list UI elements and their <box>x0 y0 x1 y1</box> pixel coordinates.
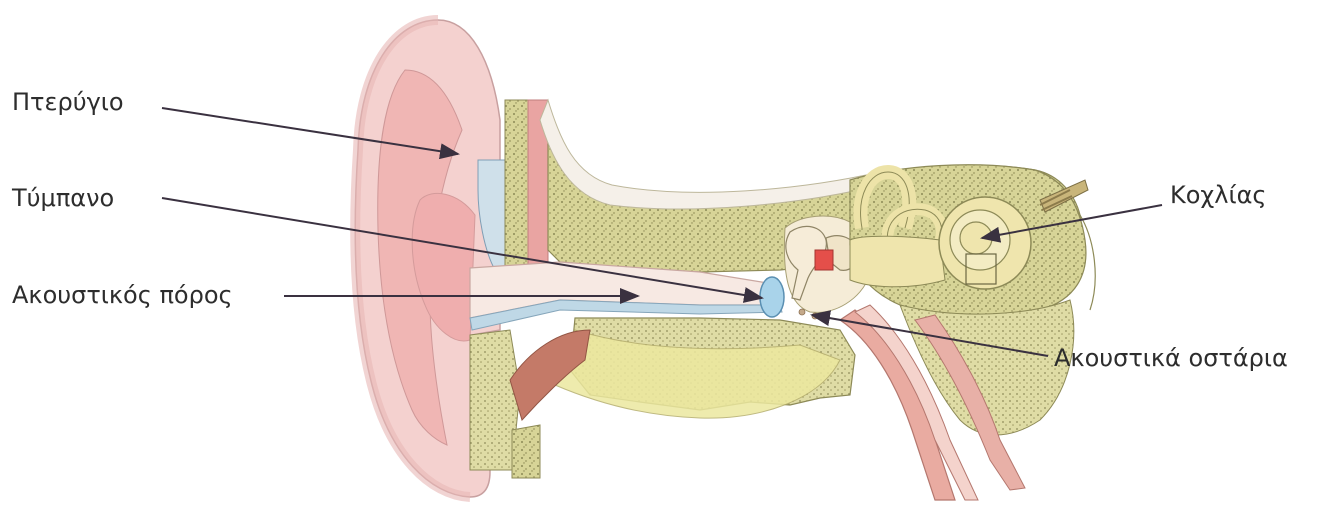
oval-window-red <box>815 250 833 270</box>
eardrum <box>760 277 784 317</box>
ossicle-fragment-1 <box>799 309 805 315</box>
bone-column-upper <box>505 100 528 275</box>
skin-layer-canal-top <box>540 100 880 209</box>
lower-bone-stub <box>512 425 540 478</box>
vestibule <box>850 236 945 287</box>
label-akoustika-ostaria: Ακουστικά οστάρια <box>1054 346 1288 370</box>
label-tympano: Τύμπανο <box>12 186 114 210</box>
label-akoustikos-poros: Ακουστικός πόρος <box>12 283 233 307</box>
label-pterygio: Πτερύγιο <box>12 90 124 114</box>
label-kochlias: Κοχλίας <box>1170 183 1267 207</box>
